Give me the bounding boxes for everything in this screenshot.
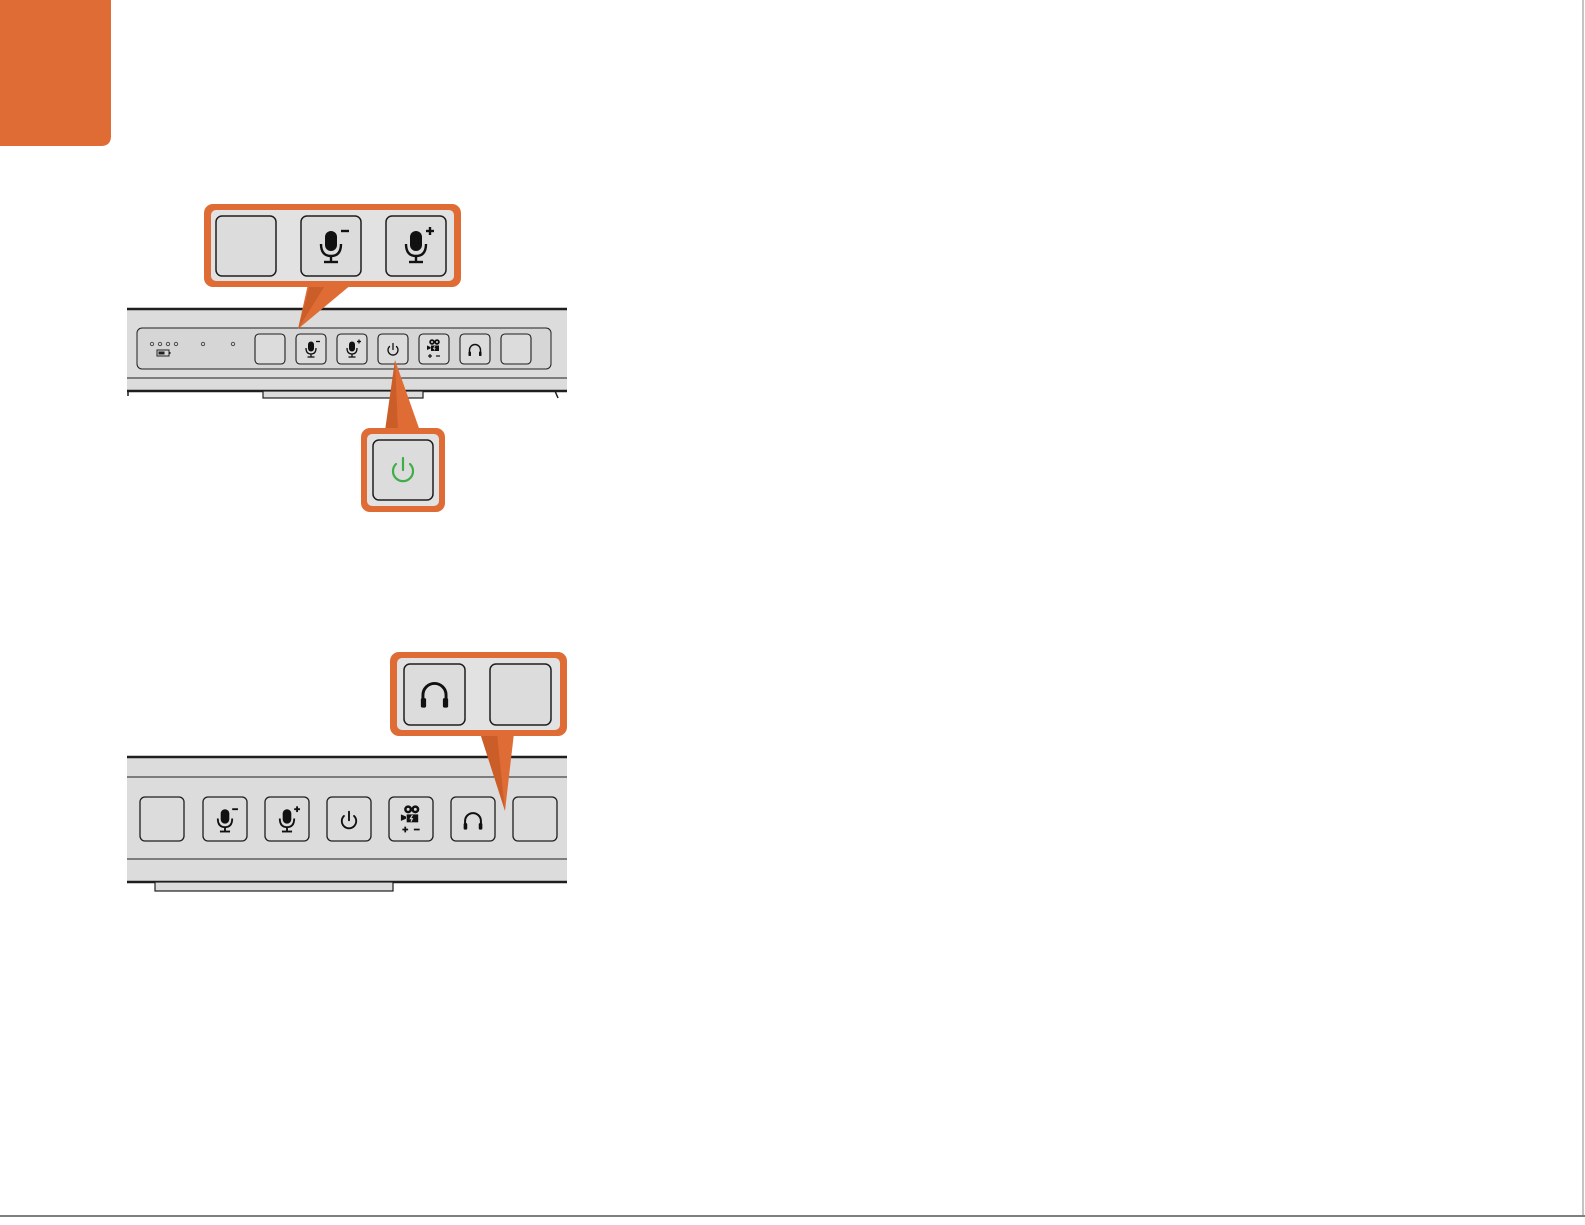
figure-2 bbox=[127, 652, 567, 891]
panel-1-mic-gain-down-button[interactable] bbox=[296, 334, 326, 364]
panel-2-blank-button-right[interactable] bbox=[513, 797, 557, 841]
callout-mic-gain-down-button[interactable] bbox=[301, 216, 361, 276]
panel-1-blank-button-right[interactable] bbox=[501, 334, 531, 364]
panel-2-blank-button-left[interactable] bbox=[140, 797, 184, 841]
panel-2-camera-control-button[interactable] bbox=[389, 797, 433, 841]
callout-blank-button[interactable] bbox=[216, 216, 276, 276]
panel-1-headphones-button[interactable] bbox=[460, 334, 490, 364]
panel-2-headphones-button[interactable] bbox=[451, 797, 495, 841]
panel-2-power-button[interactable] bbox=[327, 797, 371, 841]
figure-1 bbox=[127, 204, 567, 512]
front-panel-1 bbox=[127, 309, 567, 398]
chapter-tab bbox=[0, 0, 111, 146]
panel-1-mic-gain-up-button[interactable] bbox=[337, 334, 367, 364]
panel-1-camera-control-button[interactable] bbox=[419, 334, 449, 364]
panel-2-mic-gain-down-button[interactable] bbox=[203, 797, 247, 841]
panel-2-mic-gain-up-button[interactable] bbox=[265, 797, 309, 841]
callout-mic-gain-up-button[interactable] bbox=[386, 216, 446, 276]
panel-1-blank-button-left[interactable] bbox=[255, 334, 285, 364]
callout-headphones-button[interactable] bbox=[404, 664, 465, 725]
callout-power-button-on[interactable] bbox=[373, 440, 433, 500]
panel-1-power-button[interactable] bbox=[378, 334, 408, 364]
callout-blank-button-right[interactable] bbox=[490, 664, 551, 725]
